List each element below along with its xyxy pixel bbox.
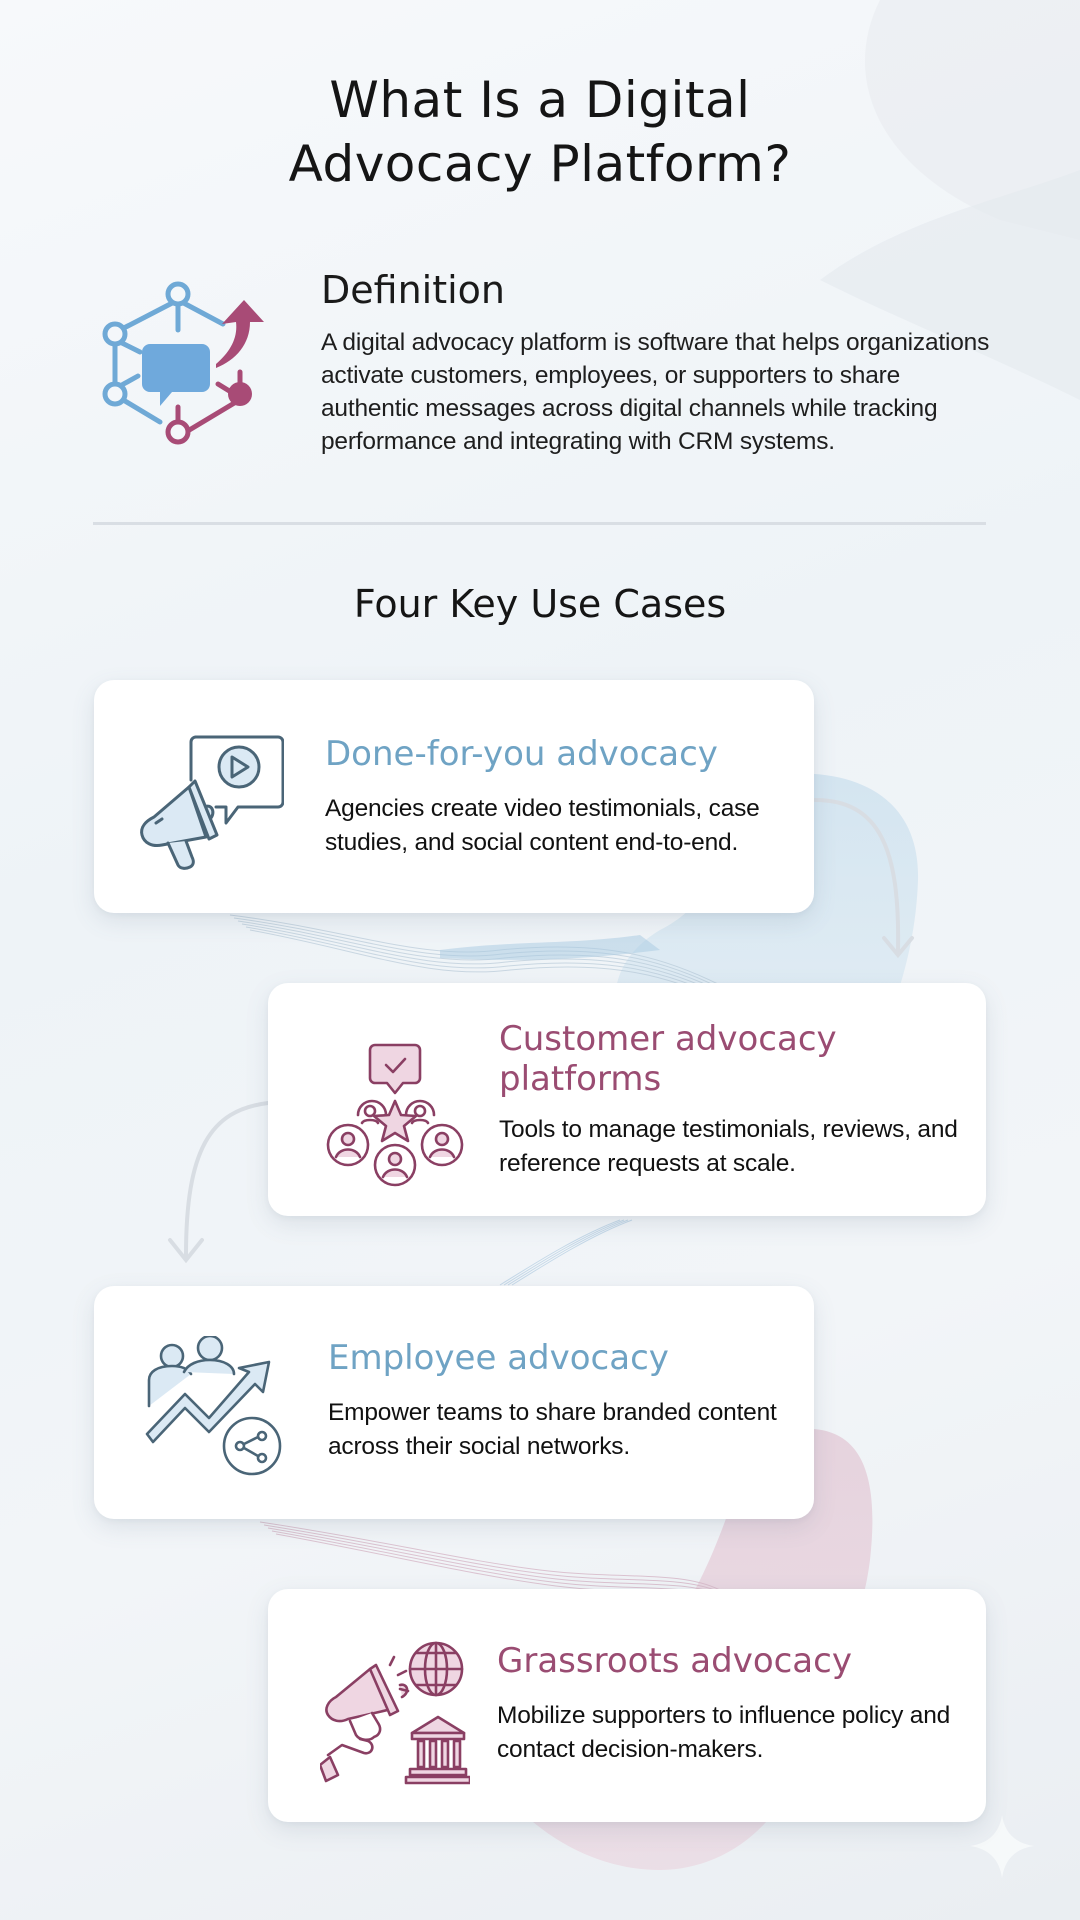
team-growth-share-icon <box>145 1336 282 1476</box>
use-case-body: Mobilize supporters to influence policy … <box>497 1702 951 1763</box>
page-title-line-1: What Is a Digital <box>329 71 751 129</box>
use-case-card-employee-advocacy: Employee advocacy Empower teams to share… <box>94 1286 814 1519</box>
megaphone-globe-government-icon <box>320 1641 470 1785</box>
section-divider <box>93 522 986 525</box>
use-case-card-customer-advocacy: Customer advocacy platforms Tools to man… <box>268 983 986 1216</box>
page-title: What Is a Digital Advocacy Platform? <box>0 68 1080 196</box>
use-cases-heading: Four Key Use Cases <box>353 582 727 626</box>
use-case-card-grassroots-advocacy: Grassroots advocacy Mobilize supporters … <box>268 1589 986 1822</box>
use-case-title: Employee advocacy <box>328 1338 669 1378</box>
use-case-title: Done-for-you advocacy <box>325 734 718 774</box>
use-case-body: Tools to manage testimonials, reviews, a… <box>499 1116 958 1177</box>
use-case-title: Customer advocacy platforms <box>499 1019 837 1099</box>
use-case-title: Grassroots advocacy <box>497 1641 852 1681</box>
customer-community-star-icon <box>326 1043 464 1187</box>
use-case-body: Empower teams to share branded content a… <box>328 1399 777 1460</box>
network-chat-growth-icon <box>102 281 264 445</box>
definition-heading: Definition <box>321 268 506 312</box>
use-case-body: Agencies create video testimonials, case… <box>325 795 760 856</box>
page-title-line-2: Advocacy Platform? <box>288 135 792 193</box>
use-case-card-done-for-you: Done-for-you advocacy Agencies create vi… <box>94 680 814 913</box>
definition-body: A digital advocacy platform is software … <box>321 329 990 455</box>
megaphone-video-icon <box>140 735 284 870</box>
